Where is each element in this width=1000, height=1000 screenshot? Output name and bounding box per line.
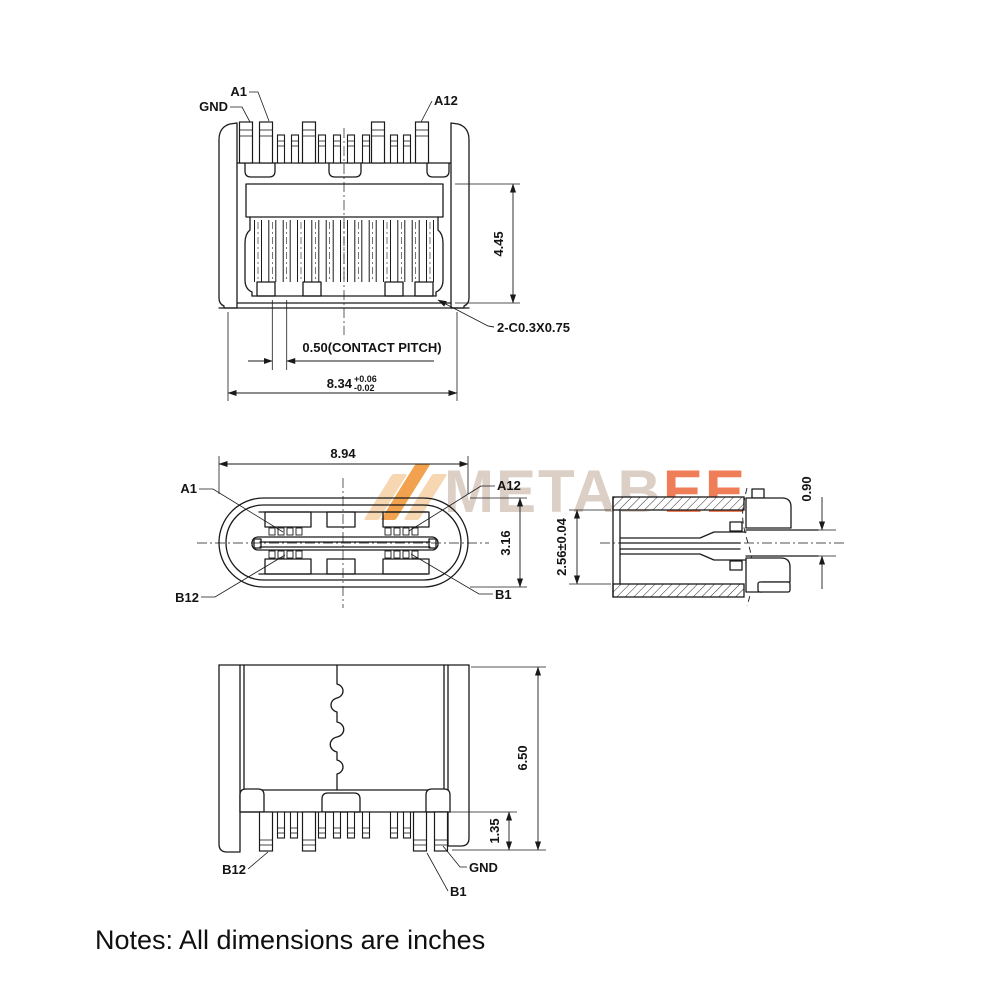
- side-top-leg: [745, 497, 792, 529]
- dim-bottom-height: 6.50: [452, 666, 546, 851]
- side-view: 2.56±0.04 0.90: [554, 476, 845, 607]
- b1-pin: [412, 811, 428, 852]
- signal-pin: [361, 811, 371, 839]
- gnd-pin: [238, 121, 254, 164]
- contact-pin: [383, 219, 391, 283]
- contact-foot: [414, 281, 434, 297]
- dim-side-lead: 0.90: [799, 476, 836, 589]
- signal-pin: [317, 134, 327, 164]
- contact-pin: [397, 219, 406, 283]
- a12-pin: [414, 121, 430, 164]
- dim-top-width: 8.34 +0.06 -0.02: [227, 312, 458, 401]
- svg-text:2-C0.3X0.75: 2-C0.3X0.75: [497, 320, 570, 335]
- contact-foot: [384, 281, 404, 297]
- contact-pin: [426, 219, 434, 283]
- front-a12-label: A12: [497, 478, 521, 493]
- side-tongue: [619, 531, 747, 539]
- signal-pin: [290, 134, 300, 164]
- contact-pin: [311, 219, 320, 283]
- contact-pin: [282, 219, 291, 283]
- contact-pin: [254, 219, 262, 283]
- dim-front-width: 8.94: [218, 446, 469, 494]
- signal-pin: [317, 811, 327, 839]
- svg-text:4.45: 4.45: [491, 231, 506, 256]
- bottom-b12-label: B12: [222, 862, 246, 877]
- svg-text:1.35: 1.35: [487, 818, 502, 843]
- bottom-lug: [321, 792, 361, 813]
- signal-pin: [332, 134, 342, 164]
- gnd-pin: [433, 811, 449, 852]
- top-view: GND A1 A12 4.45 2-C0.3X0.75: [199, 84, 570, 401]
- signal-pin: [402, 811, 412, 839]
- svg-text:8.34: 8.34: [327, 376, 353, 391]
- top-view-mid-band: [245, 183, 444, 218]
- signal-pin: [402, 134, 412, 164]
- front-view: A1 A12 B12 B1 8.94 3.16: [175, 446, 527, 608]
- signal-pin: [389, 134, 399, 164]
- contact-pin: [354, 219, 363, 283]
- contact-foot: [302, 281, 322, 297]
- top-gnd-label: GND: [199, 99, 228, 114]
- shell-tab-pin: [301, 121, 317, 164]
- dim-bottom-lead: 1.35: [448, 811, 517, 851]
- signal-pin: [346, 811, 356, 839]
- bottom-lug: [239, 788, 265, 813]
- contact-pin: [368, 219, 377, 283]
- shell-tab-pin: [370, 121, 386, 164]
- front-inner-shell: [225, 504, 462, 581]
- bottom-b1-label: B1: [450, 884, 467, 899]
- bottom-view: B12 B1 GND 6.50 1.35: [218, 664, 546, 899]
- side-shell-top-wall: [612, 496, 745, 511]
- svg-text:0.90: 0.90: [799, 476, 814, 501]
- svg-text:2.56±0.04: 2.56±0.04: [554, 517, 569, 576]
- signal-pin: [389, 811, 399, 839]
- dim-front-height: 3.16: [470, 497, 527, 588]
- top-a12-label: A12: [434, 93, 458, 108]
- contact-pin: [411, 219, 420, 283]
- signal-pin: [332, 811, 342, 839]
- front-a1-label: A1: [180, 481, 197, 496]
- svg-text:-0.02: -0.02: [354, 383, 375, 393]
- shell-tab-pin: [301, 811, 317, 852]
- side-foot: [757, 581, 791, 593]
- signal-pin: [276, 811, 286, 839]
- front-tongue: [251, 536, 439, 551]
- front-outer-shell: [218, 497, 469, 588]
- bottom-left-plate: [218, 664, 241, 853]
- bottom-right-plate: [447, 664, 470, 847]
- bottom-gnd-label: GND: [469, 860, 498, 875]
- dim-contact-pitch: 0.50(CONTACT PITCH): [248, 300, 442, 370]
- signal-pin: [346, 134, 356, 164]
- contact-pin: [325, 219, 334, 283]
- svg-text:0.50(CONTACT PITCH): 0.50(CONTACT PITCH): [302, 340, 441, 355]
- b12-pin: [258, 811, 274, 852]
- top-view-left-plate: [218, 122, 238, 309]
- signal-pin: [361, 134, 371, 164]
- svg-text:8.94: 8.94: [330, 446, 356, 461]
- notes-text: Notes: All dimensions are inches: [95, 925, 486, 955]
- a1-pin: [258, 121, 274, 164]
- bottom-lug: [425, 788, 451, 813]
- front-b12-label: B12: [175, 590, 199, 605]
- side-shell-bottom-wall: [612, 583, 745, 598]
- top-a1-label: A1: [230, 84, 247, 99]
- svg-text:+0.06: +0.06: [354, 374, 377, 384]
- bottom-break-line: [329, 664, 345, 791]
- front-b1-label: B1: [495, 587, 512, 602]
- signal-pin: [289, 811, 299, 839]
- dim-side-opening: 2.56±0.04: [554, 509, 611, 585]
- contact-pin: [297, 219, 305, 283]
- top-view-right-plate: [450, 122, 470, 309]
- svg-text:3.16: 3.16: [498, 530, 513, 555]
- signal-pin: [276, 134, 286, 164]
- contact-foot: [256, 281, 276, 297]
- svg-text:6.50: 6.50: [515, 745, 530, 770]
- dim-top-height: 4.45: [455, 183, 520, 304]
- chamfer-callout: 2-C0.3X0.75: [437, 299, 570, 335]
- contact-pin: [268, 219, 277, 283]
